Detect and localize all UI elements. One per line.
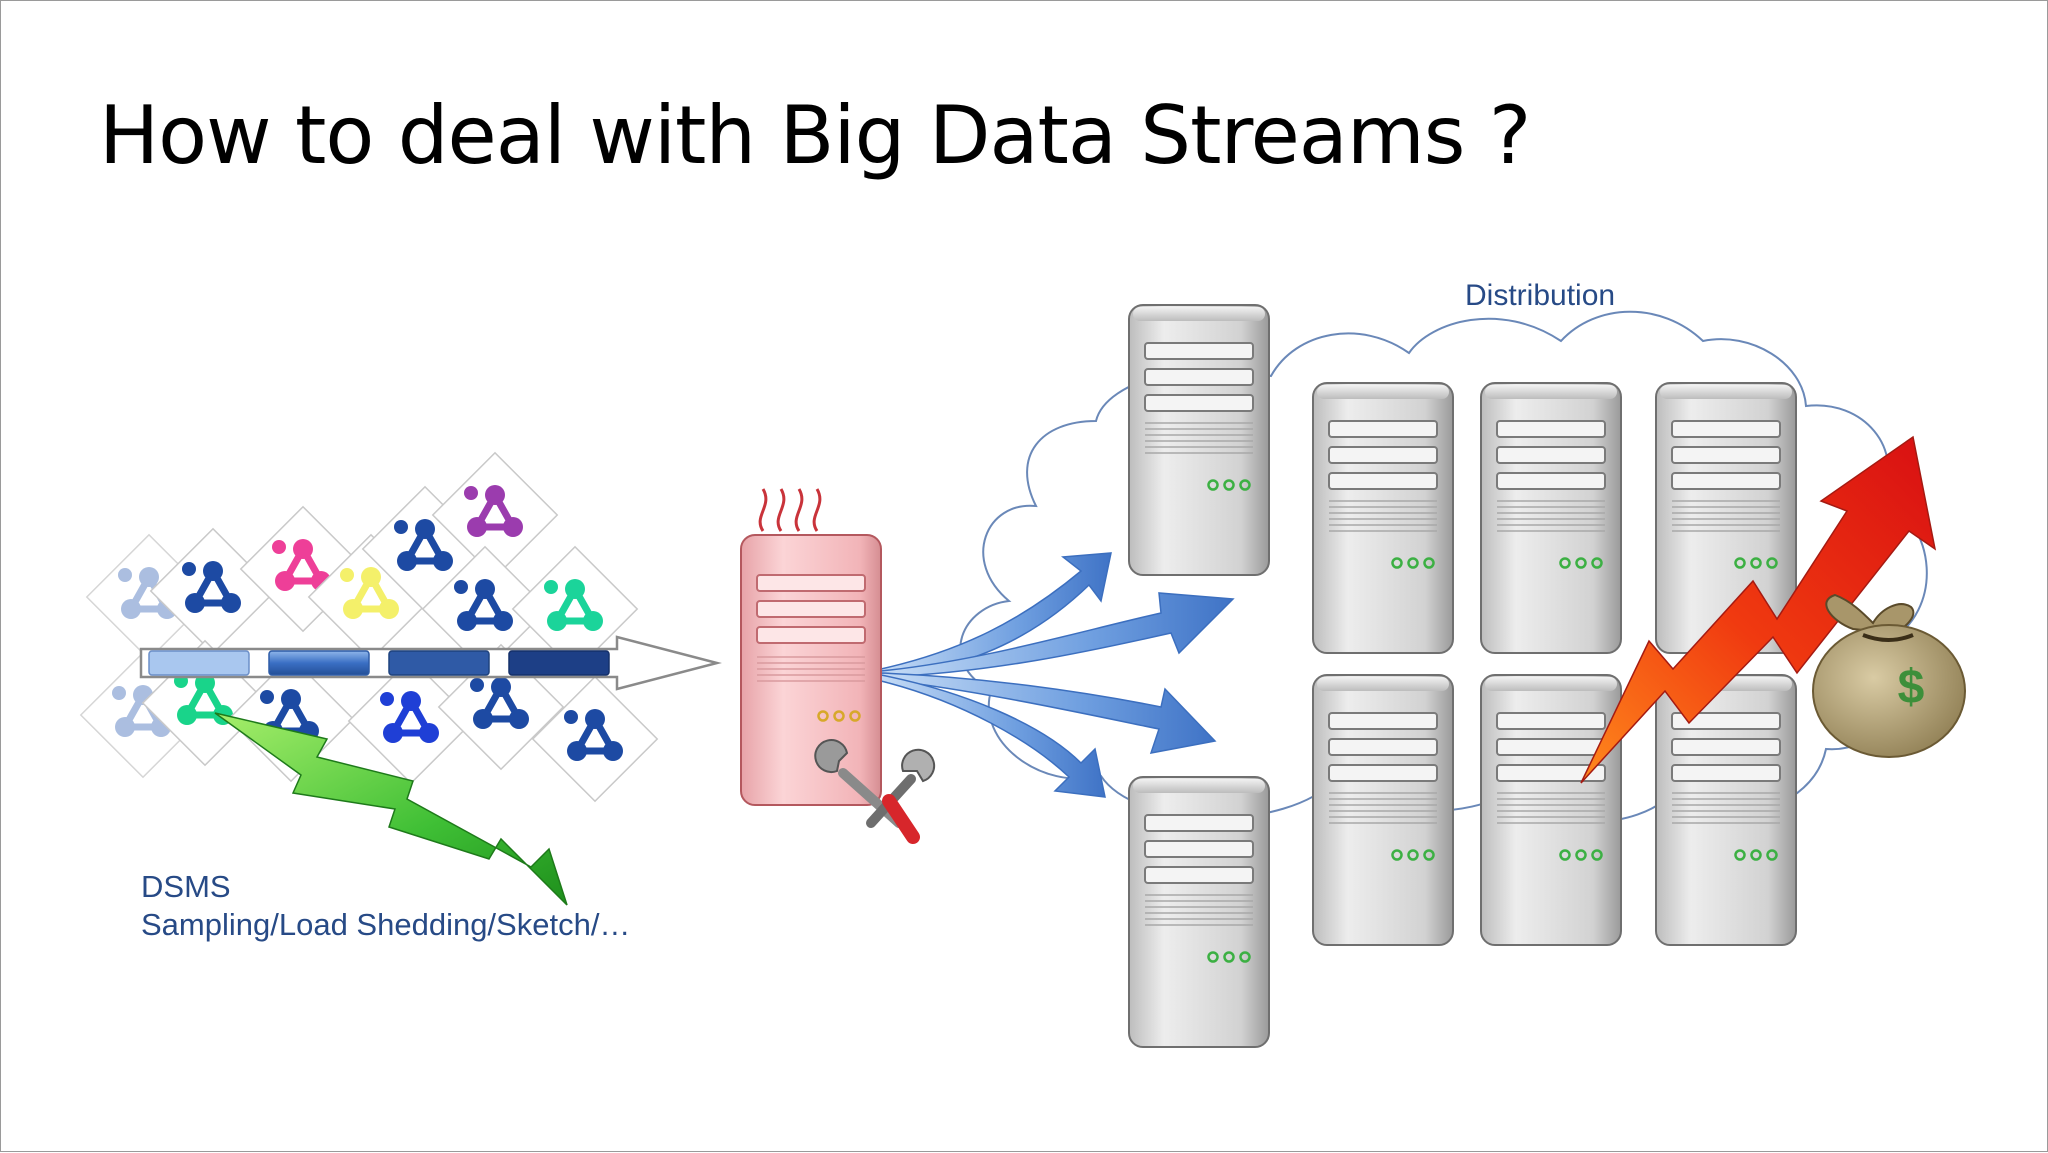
- dollar-symbol: $: [1898, 661, 1925, 714]
- server-icon: [1129, 305, 1269, 575]
- server-icon: [1313, 675, 1453, 945]
- distribution-label: Distribution: [1465, 279, 1615, 312]
- heat-lines: [760, 489, 820, 531]
- money-bag-icon: $: [1813, 595, 1965, 757]
- server-icon: [1129, 777, 1269, 1047]
- data-stream-items: [81, 453, 657, 801]
- dsms-label: DSMS: [141, 869, 231, 904]
- hot-server: [741, 489, 881, 805]
- dsms-methods-label: Sampling/Load Shedding/Sketch/…: [141, 907, 630, 942]
- server-icon: [1656, 675, 1796, 945]
- server-icon: [1481, 675, 1621, 945]
- server-icon: [1481, 383, 1621, 653]
- server-icon: [1313, 383, 1453, 653]
